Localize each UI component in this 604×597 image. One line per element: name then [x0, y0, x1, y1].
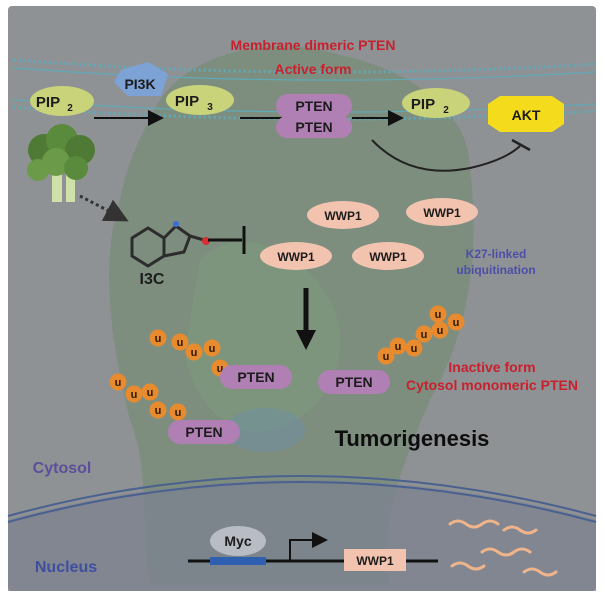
- cytosol-label: Cytosol: [33, 460, 92, 477]
- k27-annotation-line2: ubiquitination: [456, 263, 535, 277]
- ubiquitin-bead-label: u: [453, 317, 460, 329]
- ubiquitin-bead: [431, 321, 449, 339]
- inhibition-arc-pten-akt: [371, 139, 521, 172]
- ubiquitin-bead-label: u: [383, 351, 390, 363]
- pten-monomer-a: PTEN: [220, 365, 292, 389]
- k27-annotation-line1: K27-linked: [466, 247, 527, 261]
- pi3k-label: PI3K: [124, 76, 155, 92]
- wwp1-gene-label: WWP1: [356, 554, 394, 568]
- pip3-subscript: 3: [207, 102, 213, 113]
- ubiquitin-bead: [149, 329, 167, 347]
- ubiquitin-bead: [429, 305, 447, 323]
- akt-label: AKT: [512, 107, 541, 123]
- myc-binding-site: [210, 557, 266, 565]
- tumorigenesis-label: Tumorigenesis: [335, 426, 490, 451]
- pip2-left-label: PIP: [36, 94, 60, 111]
- ubiquitin-bead-label: u: [115, 377, 122, 389]
- pten-monomer-a-label: PTEN: [237, 369, 274, 385]
- ubiquitin-bead-label: u: [421, 329, 428, 341]
- pten-dimer-top-label: PTEN: [295, 98, 332, 114]
- wwp1-label-1: WWP1: [324, 209, 362, 223]
- transcription-start-arrow: [289, 532, 328, 561]
- pten-monomer-b-label: PTEN: [335, 374, 372, 390]
- pip2-right-subscript: 2: [443, 105, 449, 116]
- pten-monomer-c: PTEN: [168, 420, 240, 444]
- wwp1-label-4: WWP1: [369, 250, 407, 264]
- ubiquitin-bead: [169, 403, 187, 421]
- inhibition-bar-akt: [511, 138, 531, 152]
- ubiquitin-bead: [185, 343, 203, 361]
- nuclear-envelope: [8, 480, 596, 591]
- ubiquitin-bead-label: u: [191, 347, 198, 359]
- pip2-right-node: PIP 2: [402, 88, 470, 118]
- nuclear-envelope-inner: [7, 481, 597, 523]
- myc-label: Myc: [224, 533, 251, 549]
- pip3-label: PIP: [175, 93, 199, 110]
- ubiquitin-bead: [447, 313, 465, 331]
- nuclear-envelope-outer: [7, 475, 597, 517]
- broccoli-icon: [27, 124, 95, 202]
- ubiquitin-bead: [125, 385, 143, 403]
- i3c-label: I3C: [140, 271, 165, 288]
- ubiquitin-bead: [203, 339, 221, 357]
- pten-dimer-bottom-label: PTEN: [295, 119, 332, 135]
- ubiquitin-bead-label: u: [217, 363, 224, 375]
- wwp1-node-1: WWP1: [307, 201, 379, 229]
- wwp1-label-2: WWP1: [423, 206, 461, 220]
- pten-monomer-b: PTEN: [318, 370, 390, 394]
- pi3k-node: PI3K: [114, 62, 168, 96]
- ubiquitin-bead: [415, 325, 433, 343]
- wwp1-node-2: WWP1: [406, 198, 478, 226]
- wwp1-node-3: WWP1: [260, 242, 332, 270]
- wwp1-gene-node: WWP1: [344, 549, 406, 571]
- pip2-left-node: PIP 2: [30, 86, 94, 116]
- wwp1-node-4: WWP1: [352, 242, 424, 270]
- ubiquitin-bead-label: u: [147, 387, 154, 399]
- ubiquitin-bead: [109, 373, 127, 391]
- ubiquitin-bead: [141, 383, 159, 401]
- pip3-node: PIP 3: [166, 85, 234, 115]
- membrane-title: Membrane dimeric PTEN: [231, 37, 396, 53]
- ubiquitin-bead-label: u: [437, 325, 444, 337]
- ubiquitin-bead-label: u: [177, 337, 184, 349]
- ubiquitin-bead: [389, 337, 407, 355]
- arrow-head-down: [296, 330, 316, 350]
- ubiquitin-bead-label: u: [131, 389, 138, 401]
- ubiquitin-bead-label: u: [435, 309, 442, 321]
- ubiquitin-bead: [405, 339, 423, 357]
- wwp1-label-3: WWP1: [277, 250, 315, 264]
- cytosol-monomeric-pten-label: Cytosol monomeric PTEN: [406, 377, 578, 393]
- nucleus-label: Nucleus: [35, 559, 97, 576]
- ubiquitin-bead: [171, 333, 189, 351]
- myc-node: Myc: [210, 526, 266, 556]
- pten-monomer-c-label: PTEN: [185, 424, 222, 440]
- ubiquitin-bead-label: u: [175, 407, 182, 419]
- mrna-transcripts: [448, 519, 558, 577]
- cell-blue-glow: [225, 408, 305, 452]
- cell-silhouette: [109, 46, 474, 585]
- pip2-right-label: PIP: [411, 96, 435, 113]
- ubiquitin-bead: [149, 401, 167, 419]
- ubiquitin-bead: [377, 347, 395, 365]
- inactive-form-label: Inactive form: [448, 359, 535, 375]
- ubiquitin-bead-label: u: [411, 343, 418, 355]
- ubiquitin-bead-label: u: [395, 341, 402, 353]
- ubiquitin-bead-label: u: [155, 405, 162, 417]
- ubiquitin-bead-label: u: [155, 333, 162, 345]
- membrane-subtitle: Active form: [274, 61, 351, 77]
- ubiquitin-bead-label: u: [209, 343, 216, 355]
- pip2-left-subscript: 2: [67, 103, 73, 114]
- pten-dimer-node: PTEN PTEN: [276, 94, 352, 138]
- arrow-broccoli-to-i3c: [79, 194, 129, 222]
- akt-node: AKT: [488, 96, 564, 132]
